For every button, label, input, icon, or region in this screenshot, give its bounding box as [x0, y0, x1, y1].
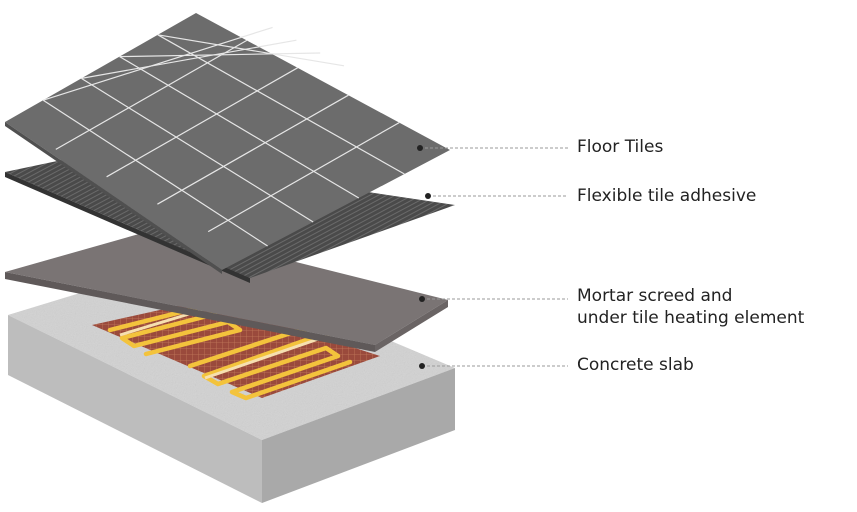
label-line: under tile heating element	[577, 308, 805, 328]
screed-top	[5, 228, 448, 345]
leader-dot-tiles	[417, 145, 423, 151]
leader-lines	[420, 147, 568, 367]
tile-grout-lines	[42, 26, 405, 247]
heating-cable-strip	[204, 333, 331, 380]
adhesive-edge	[5, 172, 250, 283]
label-mortar-screed: Mortar screed and under tile heating ele…	[577, 285, 804, 329]
slab-left-face	[8, 315, 262, 503]
leader-dot-adhesive	[425, 193, 431, 199]
label-floor-tiles: Floor Tiles	[577, 136, 663, 158]
floor-tiles-layer	[5, 13, 450, 274]
leader-dots	[417, 145, 431, 369]
label-line: Concrete slab	[577, 355, 694, 375]
label-tile-adhesive: Flexible tile adhesive	[577, 185, 756, 207]
leader-dot-slab	[419, 363, 425, 369]
label-line: Mortar screed and	[577, 286, 733, 306]
slab-right-face	[262, 368, 455, 503]
mortar-screed-layer	[5, 228, 448, 352]
screed-right-edge	[375, 300, 448, 352]
leader-dot-screed	[419, 296, 425, 302]
label-line: Flexible tile adhesive	[577, 186, 757, 206]
screed-edge	[5, 272, 375, 352]
label-line: Floor Tiles	[577, 137, 664, 157]
tiles-edge	[5, 122, 222, 274]
label-concrete-slab: Concrete slab	[577, 354, 694, 376]
